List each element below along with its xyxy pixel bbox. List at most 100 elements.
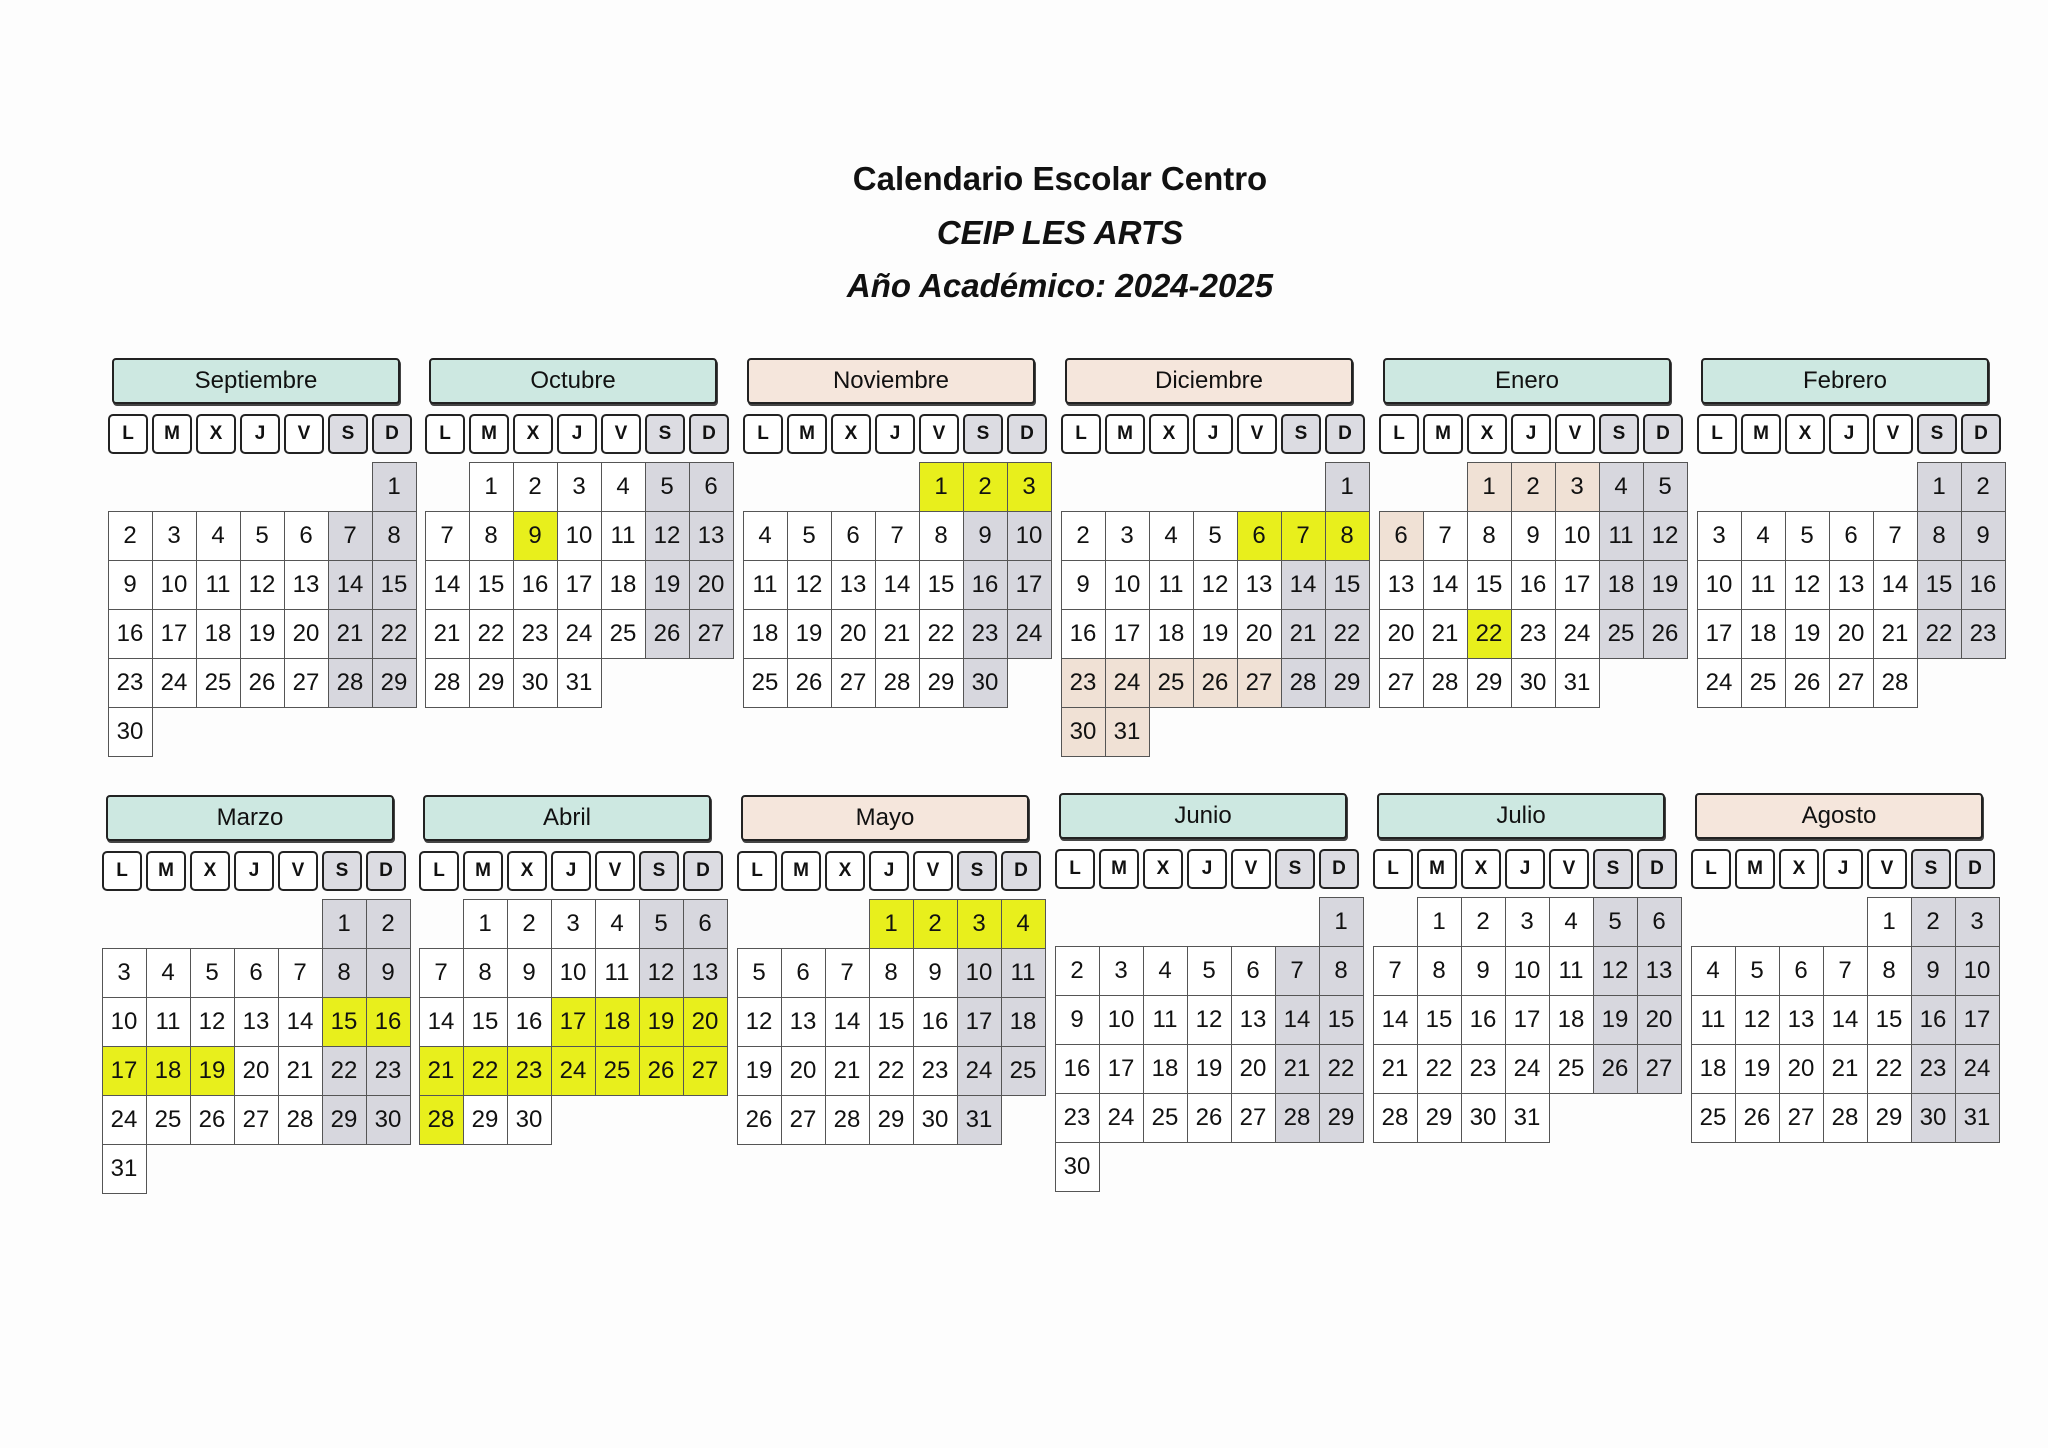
day-cell: 12: [189, 996, 235, 1047]
day-cell: 16: [912, 996, 958, 1047]
weekend-day-cell: 14: [1280, 559, 1326, 610]
weekday-label: L: [108, 414, 148, 454]
day-cell: 21: [1822, 1043, 1868, 1094]
day-cell: 21: [874, 608, 920, 659]
day-cell: 7: [1372, 945, 1418, 996]
day-cell: 2: [506, 898, 552, 949]
day-cell: 30: [506, 1094, 552, 1145]
empty-cell: [1061, 462, 1106, 510]
weekday-label: X: [513, 414, 553, 454]
weekday-label: S: [1281, 414, 1321, 454]
day-cell: 17: [1696, 608, 1742, 659]
day-cell: 8: [918, 510, 964, 561]
day-cell: 11: [594, 947, 640, 998]
empty-cell: [284, 462, 329, 510]
weekend-day-cell: 3: [1954, 896, 2000, 947]
weekend-day-cell: 12: [644, 510, 690, 561]
day-cell: 4: [1740, 510, 1786, 561]
weekday-label: X: [196, 414, 236, 454]
day-cell: 26: [1784, 657, 1830, 708]
day-cell: 1: [1416, 896, 1462, 947]
day-cell: 27: [1778, 1092, 1824, 1143]
weekend-day-cell: 24: [1006, 608, 1052, 659]
weekend-day-cell: 12: [638, 947, 684, 998]
day-cell: 4: [1148, 510, 1194, 561]
weekday-label: J: [1505, 849, 1545, 889]
vacation-day-cell: 2: [1510, 461, 1556, 512]
day-cell: 4: [195, 510, 241, 561]
weekend-day-cell: 11: [1598, 510, 1644, 561]
day-cell: 30: [1460, 1092, 1506, 1143]
day-cell: 25: [742, 657, 788, 708]
day-cell: 19: [1192, 608, 1238, 659]
day-cell: 24: [556, 608, 602, 659]
weekday-label: J: [1829, 414, 1869, 454]
weekday-label: J: [234, 851, 274, 891]
holiday-day-cell: 21: [418, 1045, 464, 1096]
day-cell: 16: [107, 608, 153, 659]
weekday-label: L: [102, 851, 142, 891]
empty-cell: [1281, 462, 1326, 510]
weekday-label: D: [1001, 851, 1041, 891]
day-cell: 7: [1422, 510, 1468, 561]
day-cell: 28: [1872, 657, 1918, 708]
weekend-day-cell: 14: [1274, 994, 1320, 1045]
day-cell: 21: [824, 1045, 870, 1096]
weekend-day-cell: 30: [962, 657, 1008, 708]
day-cell: 7: [1872, 510, 1918, 561]
weekend-day-cell: 22: [1318, 1043, 1364, 1094]
day-cell: 3: [151, 510, 197, 561]
day-cell: 2: [512, 461, 558, 512]
day-cell: 26: [189, 1094, 235, 1145]
weekend-day-cell: 21: [327, 608, 373, 659]
day-cell: 8: [1466, 510, 1512, 561]
holiday-day-cell: 22: [1466, 608, 1512, 659]
weekend-day-cell: 19: [1592, 994, 1638, 1045]
holiday-day-cell: 8: [1324, 510, 1370, 561]
day-cell: 22: [1416, 1043, 1462, 1094]
weekday-label: M: [1417, 849, 1457, 889]
weekend-day-cell: 4: [1598, 461, 1644, 512]
holiday-day-cell: 6: [1236, 510, 1282, 561]
empty-cell: [1099, 897, 1144, 945]
weekday-label: S: [1599, 414, 1639, 454]
day-cell: 29: [1416, 1092, 1462, 1143]
day-cell: 20: [1778, 1043, 1824, 1094]
weekend-day-cell: 9: [365, 947, 411, 998]
day-cell: 7: [1822, 945, 1868, 996]
weekday-label: L: [737, 851, 777, 891]
day-cell: 22: [868, 1045, 914, 1096]
weekend-day-cell: 5: [638, 898, 684, 949]
weekend-day-cell: 20: [1636, 994, 1682, 1045]
weekday-label: D: [1643, 414, 1683, 454]
weekend-day-cell: 24: [956, 1045, 1002, 1096]
vacation-day-cell: 25: [1148, 657, 1194, 708]
weekend-day-cell: 8: [321, 947, 367, 998]
weekday-label: D: [1007, 414, 1047, 454]
weekend-day-cell: 23: [1960, 608, 2006, 659]
holiday-day-cell: 3: [956, 898, 1002, 949]
holiday-day-cell: 23: [506, 1045, 552, 1096]
month-header: Abril: [423, 795, 711, 841]
day-cell: 11: [742, 559, 788, 610]
day-cell: 5: [736, 947, 782, 998]
weekend-day-cell: 12: [1642, 510, 1688, 561]
day-cell: 13: [1236, 559, 1282, 610]
day-cell: 5: [1734, 945, 1780, 996]
weekend-day-cell: 1: [371, 461, 417, 512]
weekend-day-cell: 10: [956, 947, 1002, 998]
day-cell: 10: [101, 996, 147, 1047]
day-cell: 5: [786, 510, 832, 561]
weekday-label: V: [1549, 849, 1589, 889]
weekend-day-cell: 5: [644, 461, 690, 512]
month-header: Mayo: [741, 795, 1029, 841]
day-cell: 17: [1554, 559, 1600, 610]
day-cell: 28: [1822, 1092, 1868, 1143]
weekday-label: V: [1237, 414, 1277, 454]
day-cell: 4: [1690, 945, 1736, 996]
weekend-day-cell: 6: [688, 461, 734, 512]
